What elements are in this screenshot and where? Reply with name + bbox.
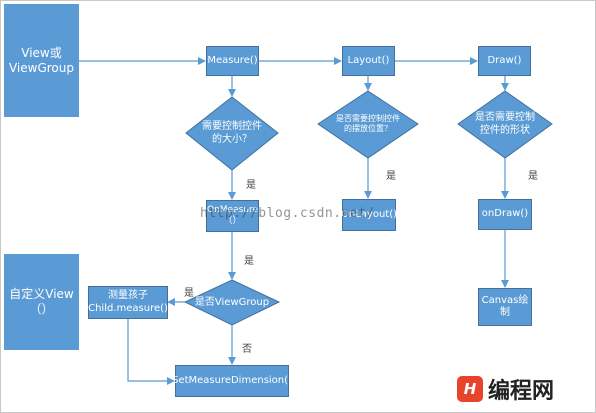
decision-layout-text: 是否需要控制控件 的摆放位置？ (336, 113, 400, 133)
custom-view-node: 自定义View （） (4, 254, 79, 350)
measure-children-node: 测量孩子 Child.measure() (88, 286, 168, 319)
onlayout-node: OnLayout() (341, 199, 397, 231)
canvas-draw-node: Canvas绘 制 (478, 288, 532, 326)
logo-mark-icon: H (457, 376, 483, 402)
decision-viewgroup-text: 是否ViewGroup (194, 296, 270, 308)
set-measure-dimension-node: SetMeasureDimension() (172, 365, 292, 397)
arrow-children-to-setdim (127, 319, 175, 385)
decision-measure-shape (185, 96, 279, 171)
blog-watermark: http://blog.csdn.net/ (200, 206, 375, 221)
decision-draw-shape (457, 90, 553, 159)
yes-label-measure: 是 (246, 180, 256, 191)
decision-viewgroup-shape (183, 279, 281, 326)
layout-node: Layout() (342, 46, 395, 76)
site-logo: H 编程网 (457, 373, 554, 405)
decision-layout-shape (317, 90, 419, 159)
measure-node: Measure() (206, 46, 259, 76)
onmeasure-node: OnMeasure （） (206, 200, 259, 232)
logo-text: 编程网 (488, 379, 555, 404)
no-label-viewgroup: 否 (242, 344, 252, 355)
ondraw-node: onDraw() (478, 199, 532, 230)
yes-label-layout: 是 (386, 171, 396, 182)
yes-label-onmeasure: 是 (244, 256, 254, 267)
view-or-viewgroup-node: View或 ViewGroup (4, 4, 79, 117)
decision-draw-text: 是否需要控制 控件的形状 (475, 112, 535, 136)
yes-label-viewgroup: 是 (184, 288, 194, 299)
yes-label-draw: 是 (528, 171, 538, 182)
draw-node: Draw() (478, 46, 531, 76)
decision-measure-text: 需要控制控件 的大小？ (202, 121, 262, 145)
